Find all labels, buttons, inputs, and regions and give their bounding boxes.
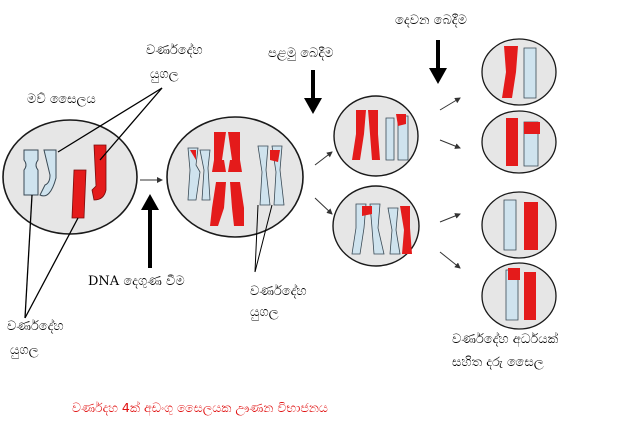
second-division-label: දෙවන බෙදීම	[395, 13, 467, 28]
chromosome-pair-top-label-line1: වර්ණදේහ	[146, 43, 203, 58]
dna-doubling-label: DNA දෙගුණ වීම	[88, 274, 185, 289]
figure-caption: වර්ණදහ 4ක් අඩංගු සෛලයක ඌණන විභාජනය	[72, 400, 328, 415]
chromosome-pair-mid-label-line2: යුගල	[250, 305, 279, 320]
down-arrow-second-division	[429, 40, 447, 84]
chromosome-red-long	[91, 144, 107, 201]
daughter-cells-label-line1: වර්ණදේහ අර්ධයක්	[452, 332, 559, 347]
first-division-label: පළමු බෙදීම	[268, 46, 334, 61]
daughter-cell-2	[481, 110, 557, 174]
up-arrow-dna	[141, 194, 159, 268]
chromosome-pair-left-label-line2: යුගල	[10, 343, 39, 358]
chromosome-red-short	[71, 169, 87, 219]
daughter-cell-4	[481, 262, 557, 330]
first-division-cell-bottom	[332, 185, 420, 267]
chromosome-blue-long	[23, 149, 39, 196]
replicated-cell	[166, 116, 304, 238]
arrow-to-cell-b	[314, 197, 333, 215]
chromosome-pair-left-label-line1: වර්ණදේහ	[7, 319, 64, 334]
daughter-cell-1	[481, 38, 557, 106]
down-arrow-first-division	[304, 70, 322, 114]
chromosome-pair-mid-label-line1: වර්ණදේහ	[250, 284, 307, 299]
arrow-to-cell-a	[314, 151, 333, 166]
daughter-cell-3	[481, 191, 557, 259]
chromosome-blue-short	[39, 149, 57, 197]
mother-cell	[2, 119, 138, 235]
chromosome-pair-top-label-line2: යුගල	[150, 67, 179, 82]
daughter-cells-label-line2: සහිත දරු සෛල	[452, 355, 544, 370]
mother-cell-label: මව් සෛලය	[27, 92, 96, 107]
first-division-cell-top	[333, 95, 419, 177]
